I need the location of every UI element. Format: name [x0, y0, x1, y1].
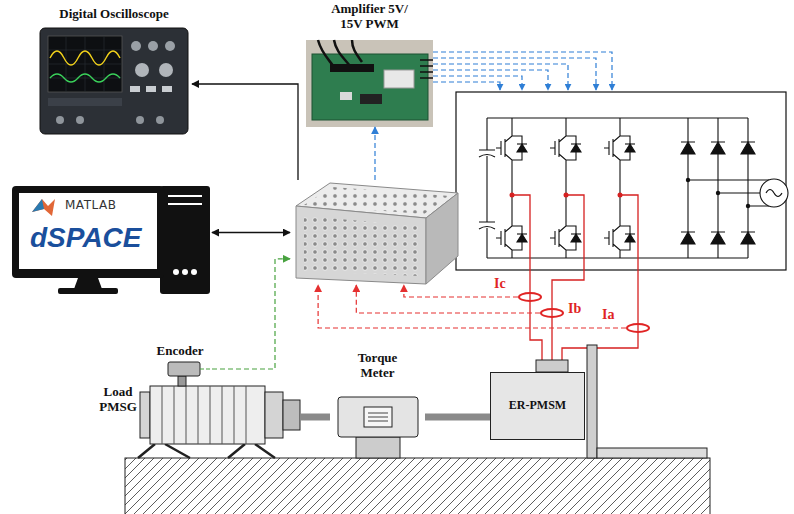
- current-sensor: Ia: [626, 323, 650, 333]
- host-computer: MATLAB dSPACE: [10, 185, 212, 295]
- load-pmsg-drawing: [138, 362, 300, 458]
- dspace-unit-drawing: [296, 183, 458, 284]
- amplifier-board: Amplifier 5V/ 15V PWM: [306, 0, 433, 127]
- oscilloscope: Digital Oscilloscope: [36, 6, 192, 136]
- phase-wires: [512, 195, 638, 360]
- ground-hatch: [125, 458, 710, 514]
- load-pmsg: Load PMSG: [96, 380, 300, 450]
- pwm-signal: [374, 127, 375, 180]
- gate-signal-lines: [433, 52, 612, 90]
- diode-symbol: [711, 128, 725, 168]
- encoder: Encoder: [148, 343, 212, 381]
- diode-symbol: [741, 128, 755, 168]
- data-link: [212, 232, 290, 233]
- encoder-signal: [212, 259, 290, 369]
- shaft: [425, 414, 490, 421]
- torque-meter: Torque Meter: [330, 350, 425, 445]
- igbt-symbol: [604, 128, 635, 168]
- igbt-symbol: [496, 128, 527, 168]
- current-sensor: Ib: [540, 308, 564, 318]
- current-signal: [318, 285, 626, 328]
- current-label: Ic: [494, 277, 514, 291]
- dspace-controller: [290, 180, 460, 285]
- shaft: [300, 414, 330, 421]
- device-title: Amplifier 5V/ 15V PWM: [322, 1, 417, 31]
- igbt-symbol: [550, 128, 581, 168]
- igbt-symbol: [550, 218, 581, 258]
- igbt-symbol: [604, 218, 635, 258]
- torque-meter-drawing: [338, 397, 418, 458]
- igbt-symbol: [496, 218, 527, 258]
- device-title: Digital Oscilloscope: [36, 6, 192, 21]
- device-title: ER-PMSM: [491, 398, 584, 413]
- current-signal: [356, 285, 540, 313]
- software-logo: dSPACE: [30, 223, 212, 253]
- current-label: Ib: [568, 302, 588, 316]
- device-title: Encoder: [148, 343, 212, 358]
- amplifier-photo: [306, 40, 433, 127]
- current-sensor: Ic: [518, 292, 542, 302]
- inverter-circuit: [456, 92, 788, 270]
- software-logo: MATLAB: [65, 198, 212, 213]
- diode-symbol: [741, 218, 755, 258]
- diode-symbol: [681, 128, 695, 168]
- current-label: Ia: [602, 308, 622, 322]
- er-pmsm: ER-PMSM: [490, 372, 585, 440]
- signal-line: [192, 84, 298, 180]
- diode-symbol: [711, 218, 725, 258]
- diode-symbol: [681, 218, 695, 258]
- oscilloscope-drawing: [40, 28, 188, 134]
- device-title: Load PMSG: [96, 384, 140, 414]
- device-title: Torque Meter: [347, 350, 409, 380]
